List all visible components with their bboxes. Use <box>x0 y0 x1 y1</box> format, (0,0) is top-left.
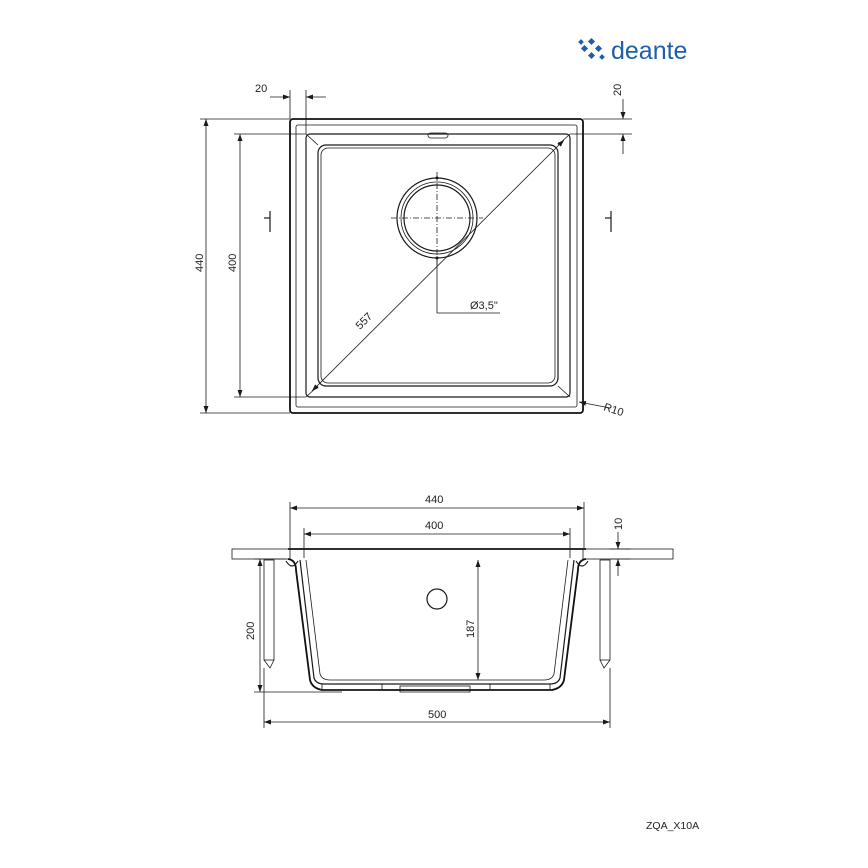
bowl-top-edge <box>305 133 571 398</box>
section-marker-left <box>264 211 271 232</box>
section-marker-right <box>605 211 612 232</box>
deante-logo-icon <box>578 37 605 60</box>
overflow-hole <box>426 588 448 610</box>
total-depth-label: 200 <box>245 622 257 640</box>
rim-right-label: 20 <box>612 84 624 96</box>
cabinet-width-label: 500 <box>428 709 446 721</box>
section-inner-width-label: 400 <box>425 520 443 532</box>
cabinet-panel-left <box>263 559 275 661</box>
diagonal-dimension-line <box>311 139 565 392</box>
drain-diameter-label: Ø3,5" <box>470 300 498 312</box>
countertop-left <box>231 548 291 560</box>
outer-height-label: 440 <box>194 254 206 272</box>
drain-hole <box>391 172 483 265</box>
rim-width-label: 20 <box>255 83 267 95</box>
bowl-depth-label: 187 <box>465 620 477 638</box>
countertop-thickness-label: 10 <box>613 518 625 530</box>
brand-name: deante <box>611 37 687 65</box>
sink-rim-inner-edge <box>295 124 578 408</box>
inner-height-label: 400 <box>227 254 239 272</box>
top-view: Ø3,5" 557 20 20 440 4 <box>194 83 632 419</box>
countertop-right <box>582 548 674 560</box>
cabinet-panel-right <box>599 559 611 661</box>
brand-logo: deante <box>578 37 687 65</box>
section-outer-width-label: 440 <box>425 494 443 506</box>
section-view: 440 400 10 200 187 500 <box>231 494 674 728</box>
sink-body-section <box>285 558 589 693</box>
sink-outer-rim <box>289 118 584 414</box>
model-code: ZQA_X10A <box>646 820 699 832</box>
diagonal-label: 557 <box>354 311 375 332</box>
radius-label: R10 <box>602 401 625 419</box>
overflow-slot <box>427 132 449 139</box>
